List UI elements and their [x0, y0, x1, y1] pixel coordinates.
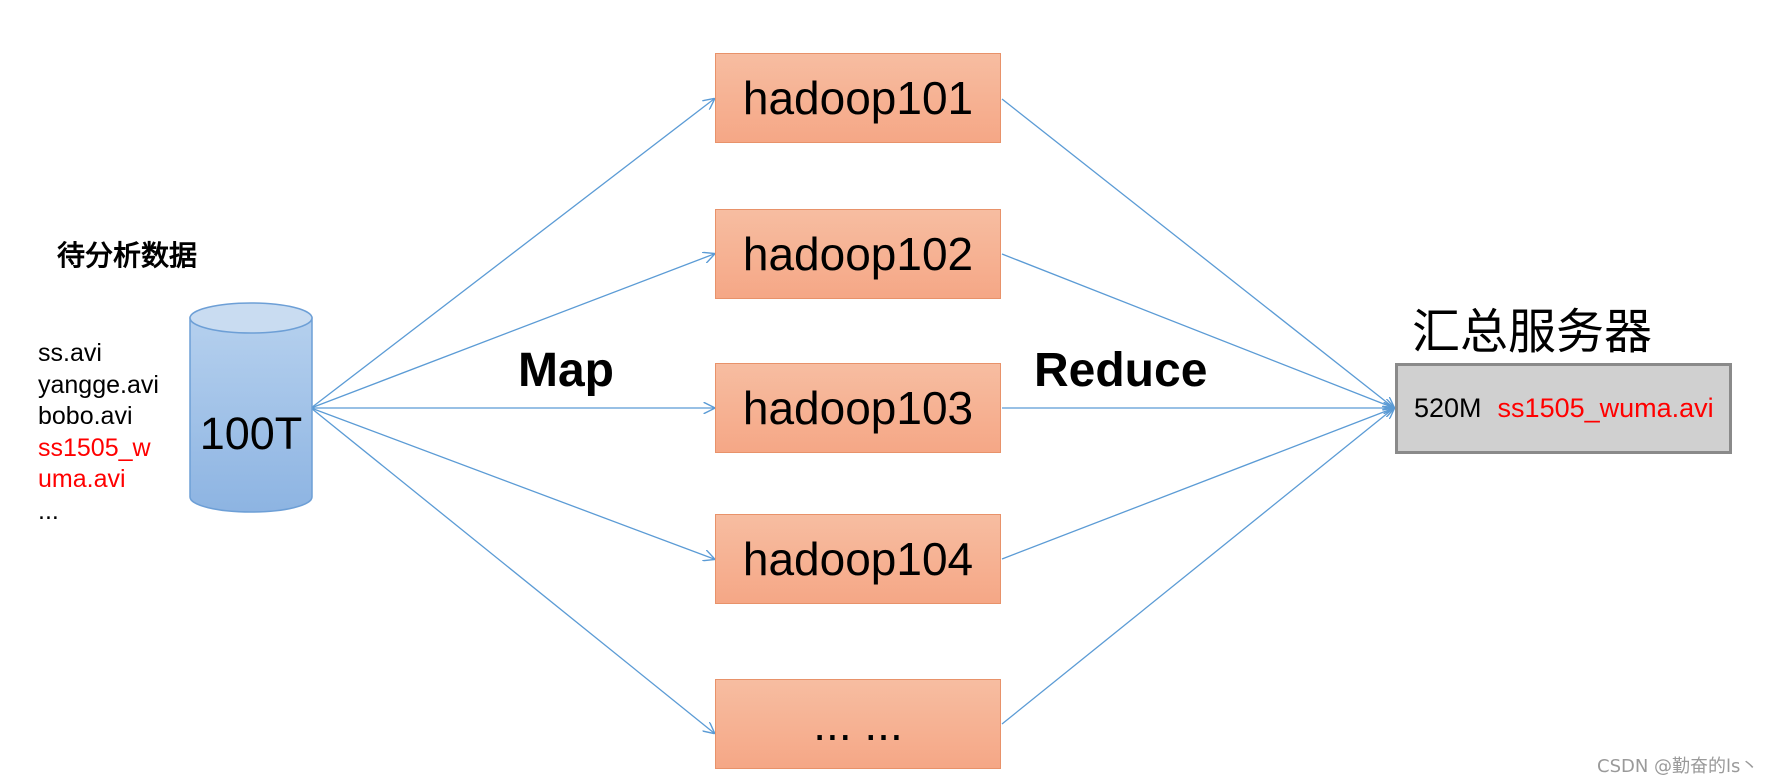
- node-label: hadoop101: [742, 72, 974, 124]
- map-arrow-2: [310, 254, 714, 409]
- file-item: yangge.avi: [38, 370, 159, 399]
- server-size: 520M: [1414, 393, 1482, 423]
- node-hadoop104: hadoop104: [715, 514, 1001, 604]
- file-item: ss.avi: [38, 339, 102, 367]
- node-hadoop103: hadoop103: [715, 363, 1001, 453]
- map-arrow-4: [310, 407, 714, 559]
- server-title: 汇总服务器: [1412, 304, 1653, 360]
- reduce-arrow-4: [1001, 408, 1394, 560]
- file-item: bobo.avi: [38, 402, 133, 430]
- map-phase-label: Map: [518, 344, 614, 397]
- server-file: ss1505_wuma.avi: [1497, 393, 1714, 423]
- file-item-highlighted: uma.avi: [38, 465, 126, 493]
- source-data-title: 待分析数据: [57, 239, 198, 272]
- node-label: ... ...: [813, 698, 903, 750]
- node-more: ... ...: [715, 679, 1001, 769]
- file-item-highlighted: ss1505_w: [38, 433, 151, 462]
- node-label: hadoop104: [742, 533, 974, 585]
- reduce-phase-label: Reduce: [1034, 344, 1208, 397]
- reduce-arrow-1: [1001, 98, 1394, 408]
- reduce-arrow-2: [1001, 253, 1394, 408]
- node-hadoop102: hadoop102: [715, 209, 1001, 299]
- reduce-arrow-5: [1001, 408, 1394, 725]
- node-label: hadoop102: [742, 228, 974, 280]
- map-arrow-1: [310, 99, 714, 409]
- file-item-ellipsis: ...: [38, 496, 59, 525]
- source-file-list: ss.avi yangge.avi bobo.avi ss1505_w uma.…: [38, 338, 159, 527]
- storage-size-label: 100T: [199, 408, 303, 459]
- node-hadoop101: hadoop101: [715, 53, 1001, 143]
- server-box: 520M ss1505_wuma.avi: [1395, 363, 1732, 454]
- watermark: CSDN @勤奋的ls丶: [1597, 756, 1759, 777]
- map-arrow-5: [310, 407, 714, 733]
- node-label: hadoop103: [742, 382, 974, 434]
- storage-cylinder-icon: [189, 302, 313, 513]
